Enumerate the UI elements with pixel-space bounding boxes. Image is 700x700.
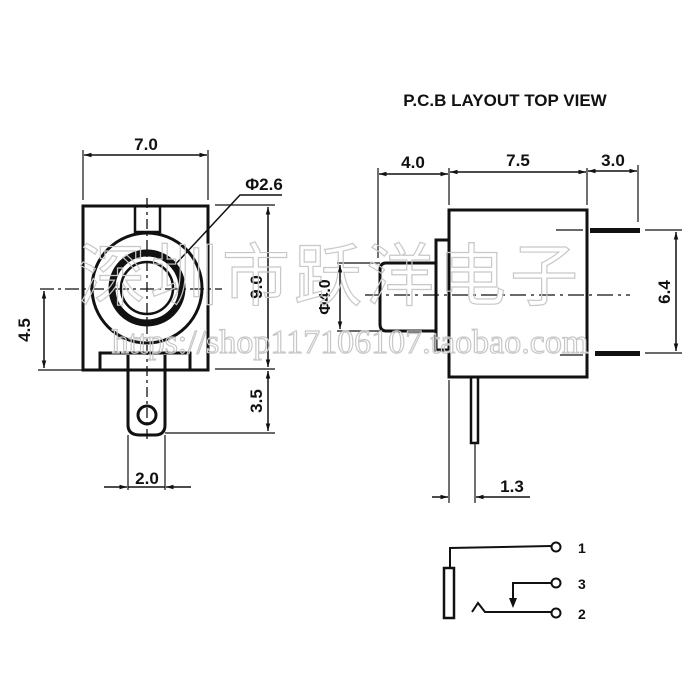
bottom-right-pin — [595, 351, 640, 356]
front-view: 7.0 9.0 3.5 4.5 2.0 Φ2.6 — [15, 135, 283, 490]
barrel — [378, 261, 436, 333]
side-view: 4.0 7.5 3.0 6.4 Φ4.0 1.3 — [317, 151, 682, 503]
height-dimension: 9.0 — [247, 275, 266, 299]
barrel-length-dimension: 4.0 — [401, 153, 425, 172]
width-dimension: 7.0 — [134, 135, 158, 154]
jack-schematic: 1 3 2 — [442, 540, 586, 622]
body-length-dimension: 7.5 — [506, 151, 530, 170]
top-right-pin — [590, 228, 640, 233]
pin-width-dimension: 2.0 — [135, 469, 159, 488]
pin-hole — [136, 404, 158, 426]
pin-3-label: 3 — [578, 576, 586, 592]
pin-1-terminal — [550, 541, 562, 553]
barrel-diameter-dimension: Φ4.0 — [317, 279, 334, 314]
bottom-pin-offset-dimension: 1.3 — [500, 477, 524, 496]
pin-3-terminal — [550, 577, 562, 589]
bottom-base — [98, 351, 192, 372]
watermark-company: 深圳市跃洋电子 — [78, 239, 582, 315]
pin-length-dimension: 3.5 — [247, 389, 266, 413]
pin-2-label: 2 — [578, 606, 586, 622]
watermark: 深圳市跃洋电子 https://shop117106107.taobao.com — [77, 238, 589, 361]
hole-diameter-dimension: Φ2.6 — [245, 175, 283, 194]
pin-protrusion-dimension: 3.0 — [601, 151, 625, 170]
pin-spacing-dimension: 6.4 — [655, 280, 674, 304]
center-height-dimension: 4.5 — [15, 318, 34, 342]
bottom-pin-side — [469, 375, 480, 445]
sleeve-contact — [442, 566, 456, 620]
watermark-url: https://shop117106107.taobao.com — [112, 324, 589, 361]
drawing-title: P.C.B LAYOUT TOP VIEW — [403, 91, 607, 110]
jack-socket — [108, 249, 186, 327]
bottom-pin — [126, 355, 167, 437]
pin-2-terminal — [550, 607, 562, 619]
pin-1-label: 1 — [578, 540, 586, 556]
